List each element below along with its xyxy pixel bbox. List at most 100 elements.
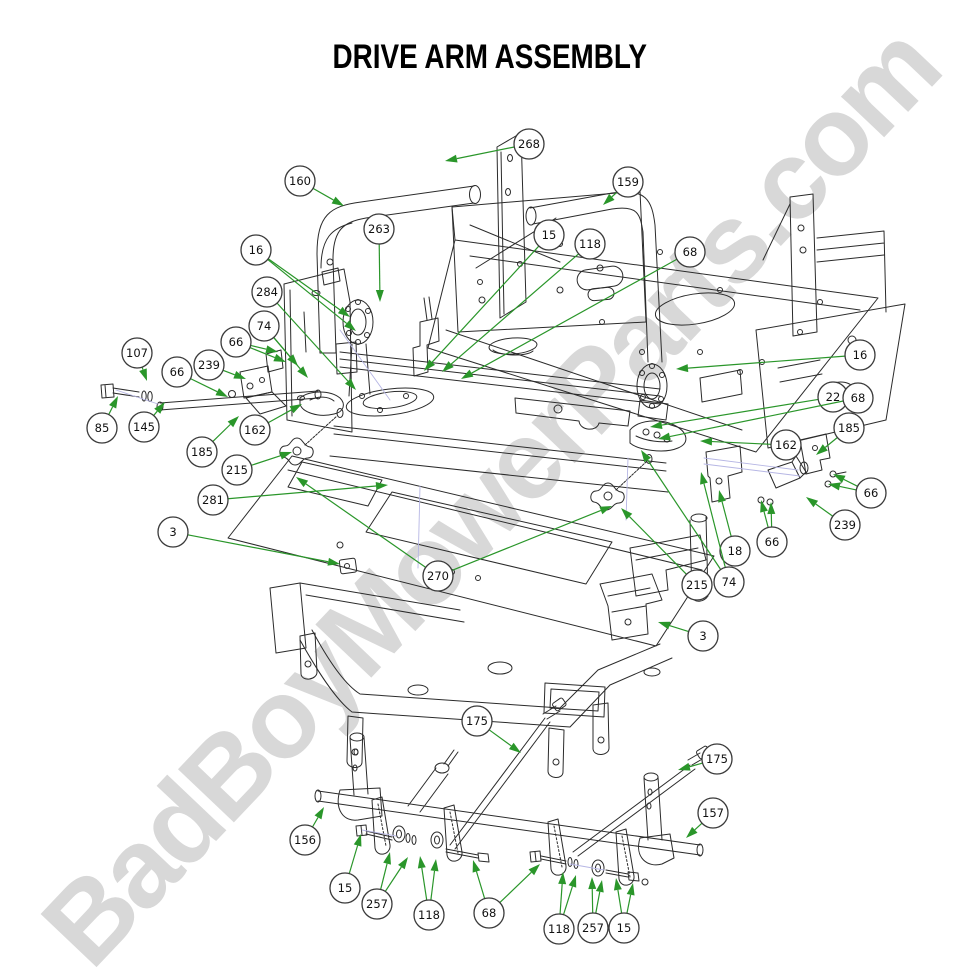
callout-284[interactable] [251, 276, 283, 308]
leader-arrow [816, 444, 828, 455]
leader-line [451, 509, 602, 571]
callout-270[interactable] [422, 560, 454, 592]
callout-118[interactable] [543, 913, 575, 945]
callout-3[interactable] [687, 620, 719, 652]
leader-line [384, 866, 402, 892]
callout-156[interactable] [289, 824, 321, 856]
leader-arrow [461, 369, 474, 379]
callout-68[interactable] [473, 897, 505, 929]
leader-arrow [676, 364, 689, 373]
leader-line [421, 867, 428, 901]
callout-66[interactable] [161, 356, 193, 388]
leader-arrow [760, 500, 768, 513]
callout-74[interactable] [713, 566, 745, 598]
callout-239[interactable] [193, 349, 225, 381]
leader-line [687, 355, 846, 369]
callout-68[interactable] [842, 382, 874, 414]
leader-arrow [109, 396, 118, 409]
leader-arrow [621, 508, 633, 520]
leader-line [629, 516, 687, 575]
callout-257[interactable] [361, 888, 393, 920]
callout-107[interactable] [121, 337, 153, 369]
leader-arrow [658, 621, 671, 630]
callout-18[interactable] [719, 535, 751, 567]
rear-left-panel [283, 258, 353, 433]
callout-16[interactable] [844, 339, 876, 371]
star-knob-right [590, 454, 653, 511]
leader-line [190, 378, 218, 393]
callout-185[interactable] [186, 436, 218, 468]
callout-66[interactable] [756, 526, 788, 558]
leader-arrow [700, 472, 708, 485]
leader-arrow [398, 857, 408, 870]
leader-line [626, 894, 632, 914]
callout-157[interactable] [697, 797, 729, 829]
callout-85[interactable] [86, 412, 118, 444]
leader-arrow [327, 557, 340, 566]
leader-arrow [700, 437, 713, 446]
leader-line [187, 534, 329, 563]
axle-rod [100, 383, 322, 412]
callout-162[interactable] [770, 429, 802, 461]
leader-line [456, 146, 515, 160]
callout-215[interactable] [221, 454, 253, 486]
page-title-text: DRIVE ARM ASSEMBLY [332, 38, 648, 76]
callout-16[interactable] [240, 234, 272, 266]
callout-160[interactable] [284, 165, 316, 197]
callout-15[interactable] [329, 872, 361, 904]
leader-line [267, 409, 292, 424]
leader-arrow [265, 345, 278, 354]
callout-68[interactable] [674, 236, 706, 268]
leader-line [276, 302, 349, 382]
leader-line [471, 258, 678, 374]
leader-arrow [588, 877, 597, 890]
leader-line [824, 437, 838, 448]
leader-line [153, 410, 158, 416]
leader-line [267, 258, 348, 324]
callout-66[interactable] [855, 477, 887, 509]
callout-175[interactable] [461, 705, 493, 737]
leader-line [108, 406, 114, 415]
leader-arrow [508, 742, 521, 753]
right-pivot-hub [629, 363, 687, 452]
leader-line [763, 511, 769, 528]
callout-15[interactable] [533, 219, 565, 251]
callout-185[interactable] [833, 412, 865, 444]
leader-arrow [650, 421, 663, 430]
callout-15[interactable] [608, 912, 640, 944]
leader-arrow [296, 477, 309, 488]
callout-162[interactable] [239, 414, 271, 446]
right-bracket-cluster [705, 433, 847, 506]
leader-line [450, 253, 580, 365]
leader-arrow [344, 320, 356, 331]
leader-arrow [289, 404, 302, 414]
callout-257[interactable] [577, 912, 609, 944]
callout-215[interactable] [681, 569, 713, 601]
callout-281[interactable] [197, 484, 229, 516]
leader-arrow [603, 193, 615, 205]
leader-arrow [430, 859, 439, 872]
leader-arrow [613, 878, 622, 891]
callout-66[interactable] [220, 326, 252, 358]
callout-263[interactable] [363, 213, 395, 245]
leader-line [843, 478, 858, 487]
callout-159[interactable] [612, 166, 644, 198]
leader-line [348, 845, 359, 874]
leader-line [669, 624, 689, 633]
leader-arrow [215, 388, 228, 397]
callout-118[interactable] [413, 899, 445, 931]
leader-arrow [353, 834, 362, 847]
callout-268[interactable] [513, 128, 545, 160]
callout-3[interactable] [157, 516, 189, 548]
right-hoop [525, 191, 663, 363]
leader-line [647, 459, 722, 570]
callout-118[interactable] [574, 228, 606, 260]
callout-175[interactable] [701, 743, 733, 775]
callout-74[interactable] [248, 310, 280, 342]
leader-arrow [595, 880, 604, 893]
leader-line [488, 729, 512, 747]
callout-239[interactable] [829, 509, 861, 541]
callout-145[interactable] [128, 411, 160, 443]
